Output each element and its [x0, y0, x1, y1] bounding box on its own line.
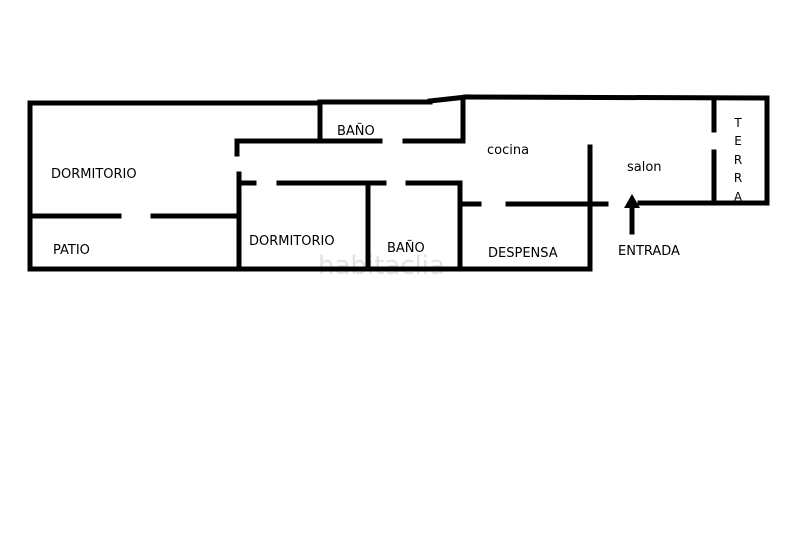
room-label-bano-top: BAÑO: [337, 123, 375, 139]
terrace-letter: E: [734, 134, 742, 148]
watermark: habitaclia: [318, 251, 445, 281]
room-label-dormitorio-center: DORMITORIO: [249, 234, 335, 249]
room-labels: DORMITORIO PATIO BAÑO DORMITORIO BAÑO co…: [51, 116, 743, 261]
terrace-letter: A: [734, 190, 743, 204]
room-label-bano-center: BAÑO: [387, 240, 425, 256]
outer-wall-top-step: [427, 94, 469, 104]
room-label-despensa: DESPENSA: [488, 246, 558, 261]
outer-wall-top-right: [463, 94, 770, 101]
terrace-letter: R: [734, 153, 742, 167]
room-label-dormitorio-left: DORMITORIO: [51, 167, 137, 182]
room-label-salon: salon: [627, 160, 662, 175]
entrance-arrow-head: [624, 194, 640, 208]
room-label-cocina: cocina: [487, 143, 529, 158]
room-label-entrada: ENTRADA: [618, 244, 680, 259]
walls: [27, 94, 770, 272]
terrace-letter: T: [733, 116, 742, 130]
room-label-patio: PATIO: [53, 243, 90, 258]
terrace-letter: R: [734, 171, 742, 185]
